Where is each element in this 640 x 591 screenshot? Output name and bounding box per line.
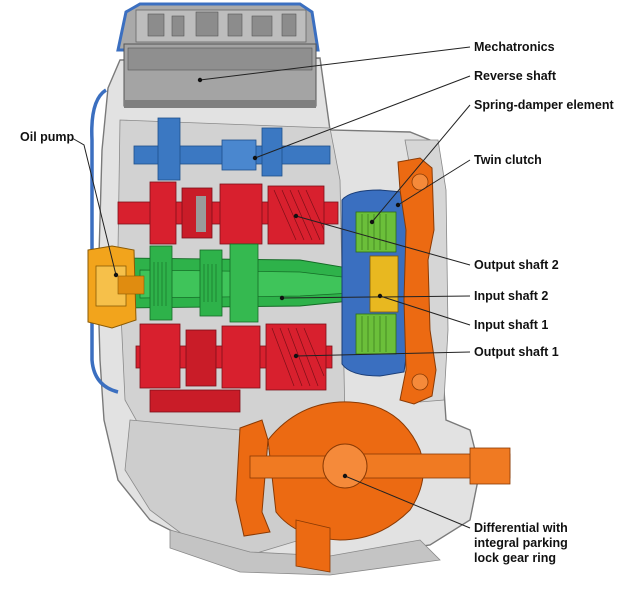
oil-pump: [87, 245, 145, 329]
output-shaft-2-gear-a: [149, 181, 177, 245]
label-input-shaft-2: Input shaft 2: [474, 289, 548, 303]
reverse-shaft: [133, 117, 331, 181]
differential-pinion: [322, 443, 368, 489]
input-shaft-1-dot: [377, 293, 383, 299]
input-shafts: [119, 243, 371, 323]
spring-damper-element: [397, 157, 437, 405]
label-output-shaft-1: Output shaft 1: [474, 345, 559, 359]
housing-bottom-panel: [169, 529, 441, 576]
mechatronics-unit: [116, 2, 320, 108]
reverse-shaft-gear-1: [157, 117, 181, 181]
clutch-plates-lower: [355, 313, 397, 355]
output-shaft-1: [135, 323, 333, 413]
label-oil-pump: Oil pump: [20, 130, 75, 144]
label-spring-damper: Spring-damper element: [474, 98, 614, 112]
clutch-hub: [369, 255, 399, 313]
label-mechatronics: Mechatronics: [474, 40, 555, 54]
output-shaft-1-gear-c: [221, 325, 261, 389]
damper-spring-1: [411, 173, 429, 191]
output-shaft-1-gear-b: [185, 329, 217, 387]
callout-leaders: [71, 46, 471, 529]
mechatronics-board: [135, 9, 307, 43]
mechatronics-base: [124, 100, 316, 108]
output-shaft-2-synchro: [196, 196, 206, 232]
reverse-shaft-hub: [221, 139, 257, 171]
differential-assembly: [235, 401, 511, 573]
input-shaft-gear-2: [199, 249, 223, 317]
differential-axle-left: [249, 455, 331, 479]
label-reverse-shaft: Reverse shaft: [474, 69, 557, 83]
output-shaft-2-dot: [293, 213, 299, 219]
input-shaft-splines: [153, 262, 217, 306]
mechatronics-plate: [127, 47, 313, 71]
output-shaft-1-dot: [293, 353, 299, 359]
spring-damper-dot: [369, 219, 375, 225]
parking-lock-gear-ring: [295, 519, 331, 573]
input-shaft-2-dot: [279, 295, 285, 301]
input-shaft-gear-1: [149, 245, 173, 321]
callout-labels: Mechatronics Reverse shaft Spring-damper…: [20, 40, 614, 565]
label-differential-line-1: Differential with: [474, 521, 568, 535]
clutch-plates-upper: [355, 211, 397, 253]
label-input-shaft-1: Input shaft 1: [474, 318, 548, 332]
label-output-shaft-2: Output shaft 2: [474, 258, 559, 272]
output-shaft-2: [117, 181, 339, 245]
label-differential-line-3: lock gear ring: [474, 551, 556, 565]
differential-dot: [342, 473, 348, 479]
output-shaft-2-gear-c: [219, 183, 263, 245]
drive-plate: [397, 157, 437, 405]
output-shaft-1-gear-a: [139, 323, 181, 389]
oil-pump-dot: [113, 272, 119, 278]
output-shaft-1-teeth: [271, 327, 325, 387]
twin-clutch-dot: [395, 202, 401, 208]
output-shaft-1-lower-gear: [149, 389, 241, 413]
input-shaft-gear-3: [229, 243, 259, 323]
mechatronics-dot: [197, 77, 203, 83]
reverse-shaft-dot: [252, 155, 258, 161]
label-twin-clutch: Twin clutch: [474, 153, 542, 167]
damper-spring-2: [411, 373, 429, 391]
oil-pump-shaft: [117, 275, 145, 295]
label-differential-line-2: integral parking: [474, 536, 568, 550]
mechatronics-components: [147, 11, 297, 37]
differential-output-flange: [469, 447, 511, 485]
